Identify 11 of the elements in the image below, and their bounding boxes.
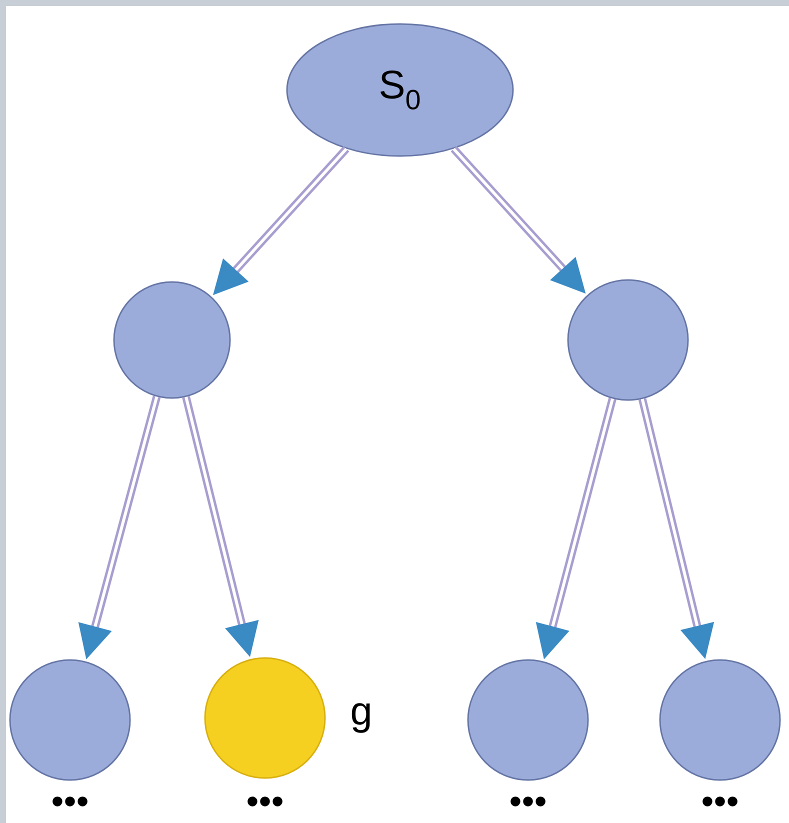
state-circle xyxy=(567,279,689,401)
node-label: g xyxy=(352,703,370,733)
state-circle xyxy=(204,657,326,779)
ellipsis: ••• xyxy=(248,796,282,806)
state-circle xyxy=(9,659,131,781)
ellipsis: ••• xyxy=(52,796,88,806)
ellipsis: ••• xyxy=(702,796,738,806)
state-circle xyxy=(659,659,781,781)
state-circle xyxy=(467,659,589,781)
ellipsis: ••• xyxy=(510,796,546,806)
state-circle xyxy=(113,281,231,399)
